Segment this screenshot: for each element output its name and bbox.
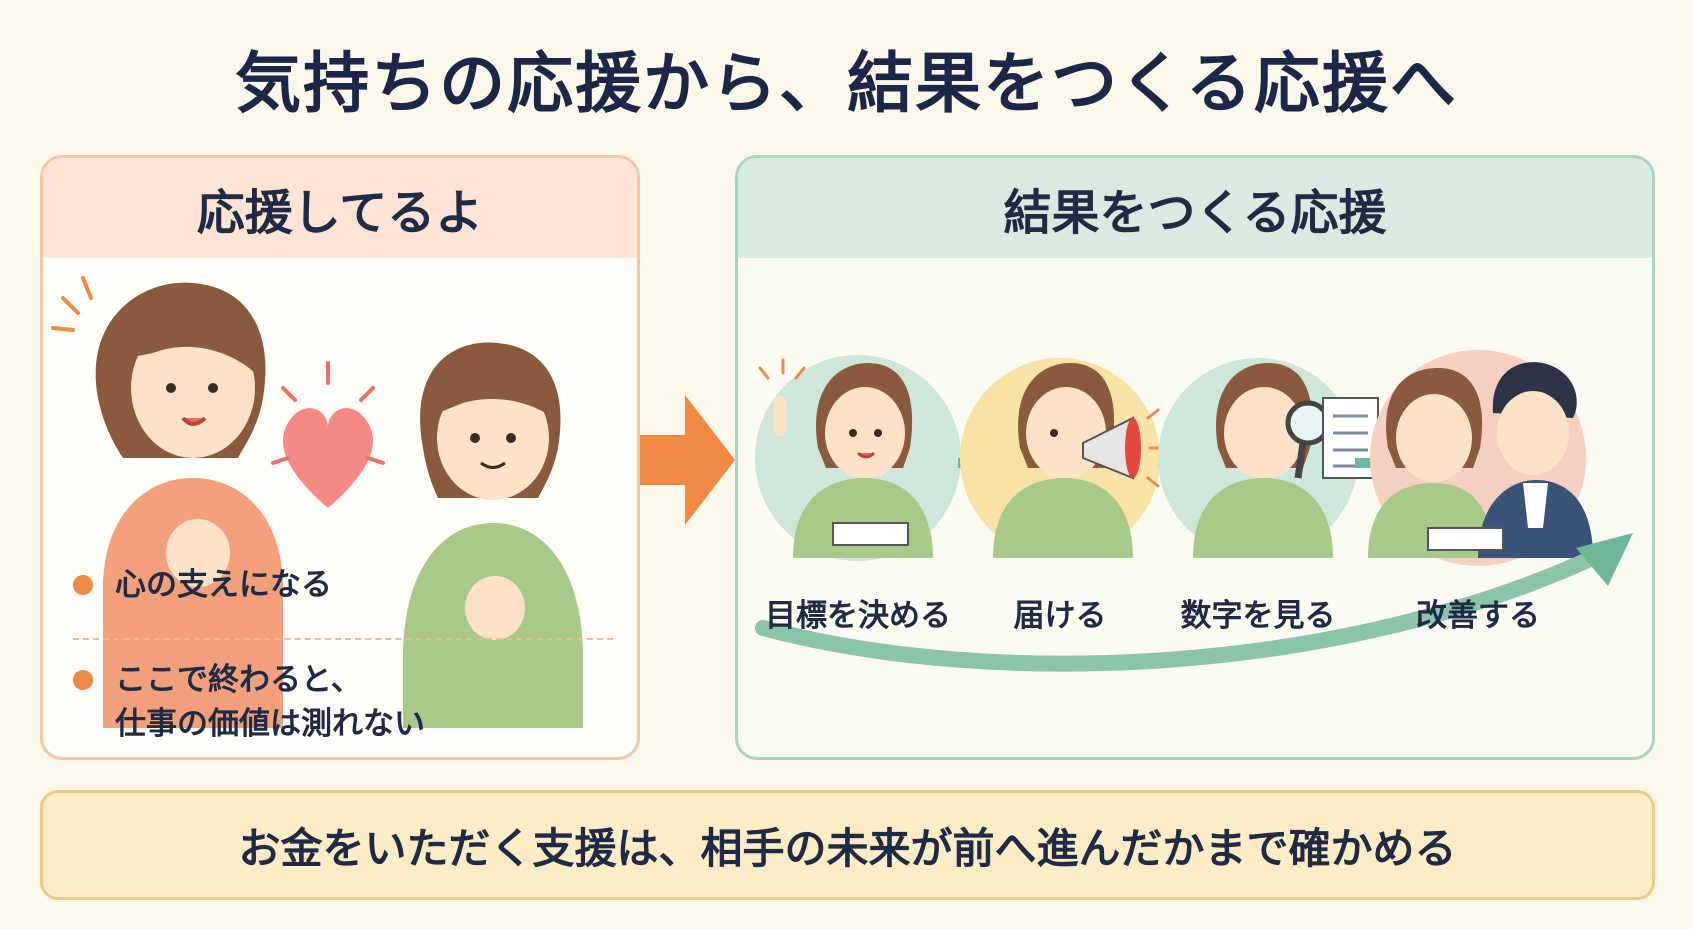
bullet-value-unmeasured: ここで終わると、 仕事の価値は測れない <box>73 658 425 746</box>
step-deliver-illustration <box>960 358 1165 558</box>
cheering-woman-illustration <box>51 276 283 728</box>
emotional-support-heading: 応援してるよ <box>43 158 637 258</box>
step-label-improve: 改善する <box>1416 598 1540 634</box>
bottom-message-box: お金をいただく支援は、相手の未来が前へ進んだかまで確かめる <box>40 790 1655 900</box>
bottom-message-text: お金をいただく支援は、相手の未来が前へ進んだかまで確かめる <box>238 823 1457 873</box>
bullet-text-line2: 仕事の価値は測れない <box>115 706 425 742</box>
result-steps-illustration <box>755 350 1633 672</box>
bullet-text: 心の支えになる <box>115 567 332 603</box>
transition-arrow-icon <box>640 395 735 525</box>
emotional-support-panel: 応援してるよ <box>40 155 640 760</box>
bullet-emotional-support: 心の支えになる <box>73 563 332 607</box>
dashed-divider <box>73 638 613 640</box>
smiling-woman-illustration <box>403 342 583 728</box>
step-check-numbers-illustration <box>1158 358 1379 558</box>
bullet-dot-icon <box>73 575 93 595</box>
step-set-goal-illustration <box>755 355 961 561</box>
cheering-friends-illustration <box>51 276 583 728</box>
step-label-check-numbers: 数字を見る <box>1180 598 1336 634</box>
heart-icon <box>271 361 385 508</box>
step-improve-illustration <box>1368 350 1593 566</box>
step-label-set-goal: 目標を決める <box>765 598 951 634</box>
bullet-dot-icon <box>73 670 93 690</box>
result-support-heading: 結果をつくる応援 <box>738 158 1652 258</box>
growth-arrowhead-icon <box>1576 533 1633 586</box>
step-label-deliver: 届ける <box>1013 598 1107 634</box>
growth-curve-arrow <box>755 545 1611 672</box>
bullet-text-line1: ここで終わると、 <box>115 662 362 698</box>
page-title: 気持ちの応援から、結果をつくる応援へ <box>235 45 1458 122</box>
result-support-panel: 結果をつくる応援 <box>735 155 1655 760</box>
